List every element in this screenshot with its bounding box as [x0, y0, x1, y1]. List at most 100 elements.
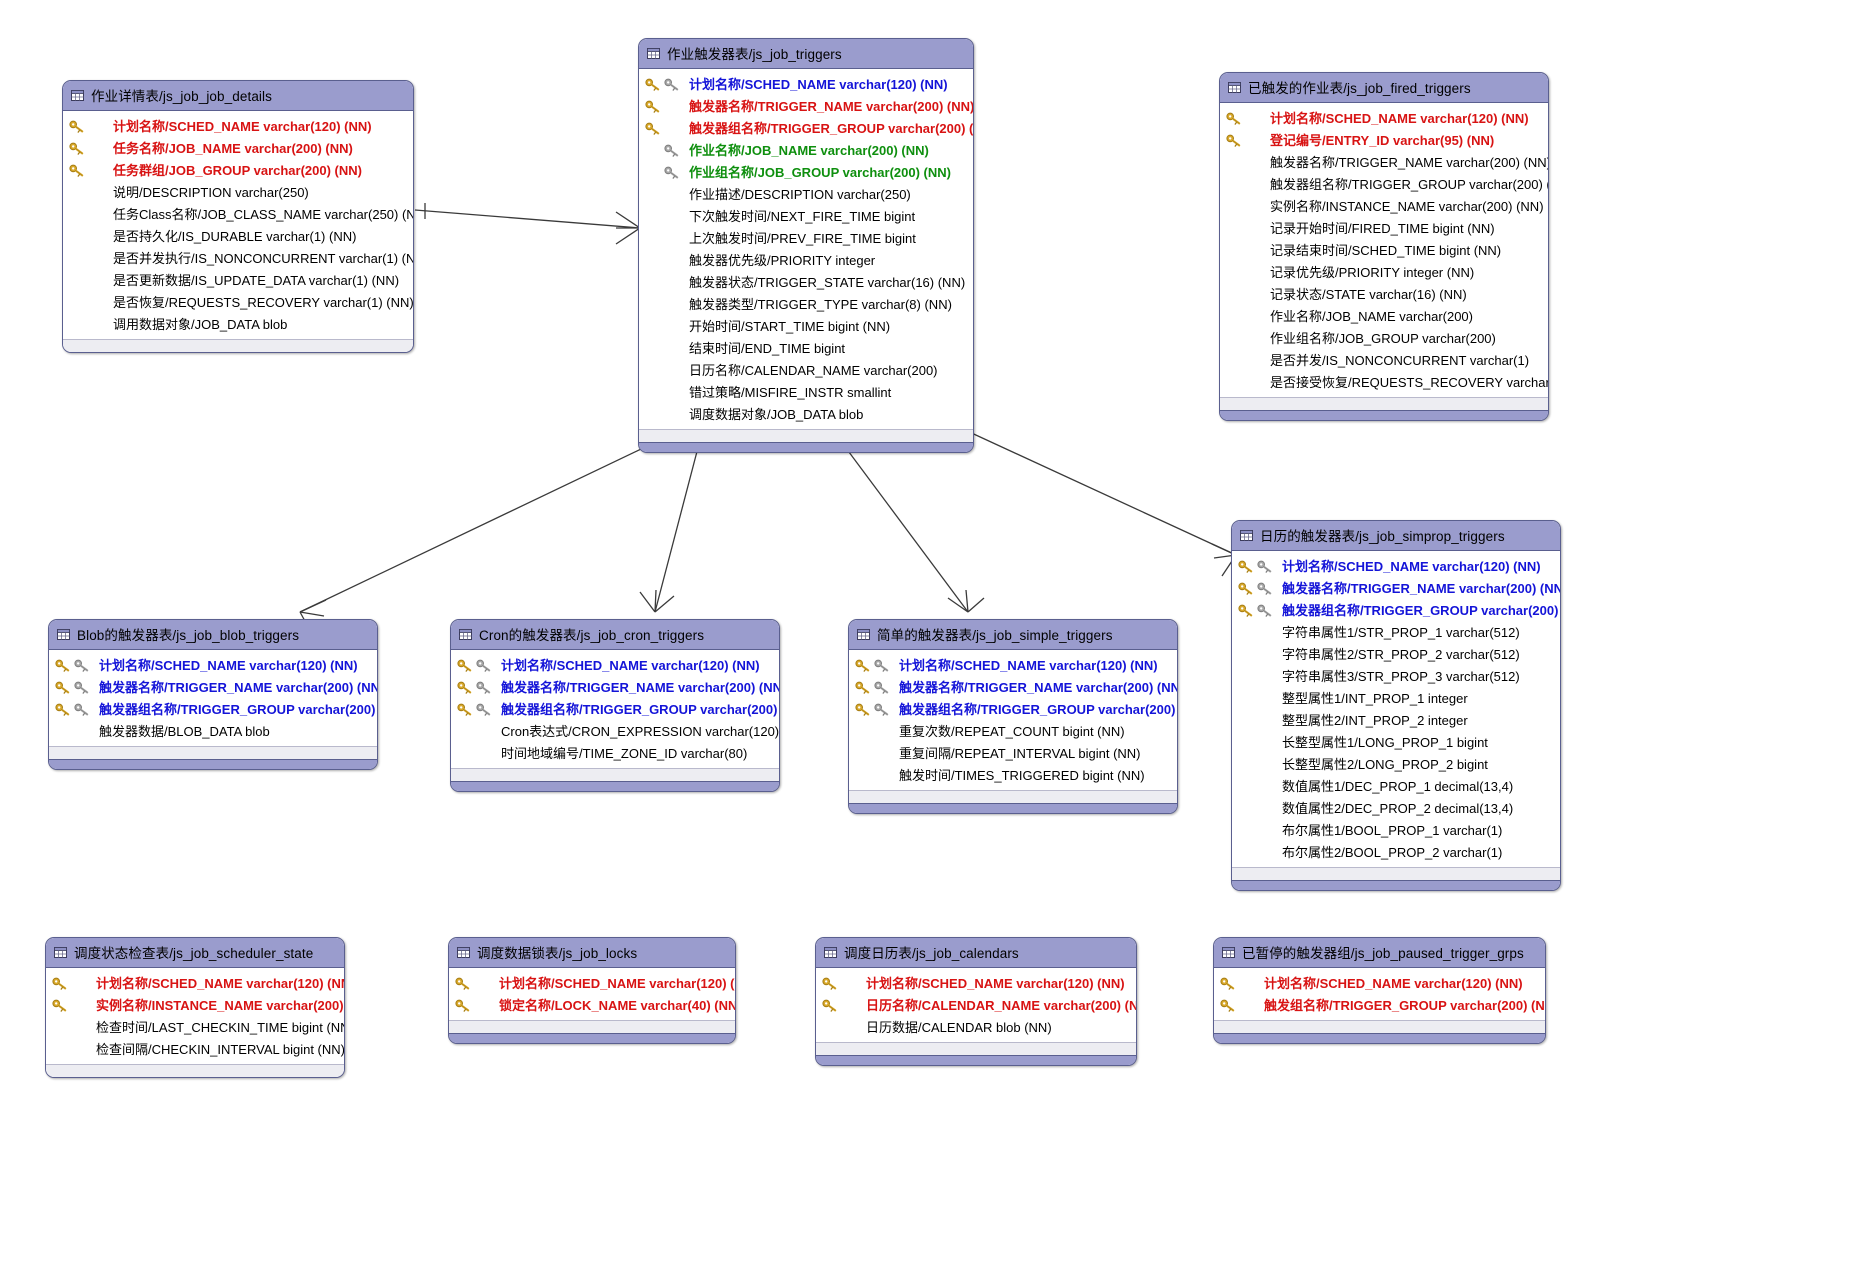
attribute-row[interactable]: 是否更新数据/IS_UPDATE_DATA varchar(1) (NN) — [63, 269, 413, 291]
attribute-row[interactable]: 触发器数据/BLOB_DATA blob — [49, 720, 377, 742]
attribute-row[interactable]: 字符串属性2/STR_PROP_2 varchar(512) — [1232, 643, 1560, 665]
entity-header-job_simple_triggers[interactable]: 简单的触发器表/js_job_simple_triggers — [849, 620, 1177, 650]
entity-header-job_calendars[interactable]: 调度日历表/js_job_calendars — [816, 938, 1136, 968]
attribute-row[interactable]: 数值属性2/DEC_PROP_2 decimal(13,4) — [1232, 797, 1560, 819]
attribute-row[interactable]: 错过策略/MISFIRE_INSTR smallint — [639, 381, 973, 403]
entity-header-job_paused_trigger_grps[interactable]: 已暂停的触发器组/js_job_paused_trigger_grps — [1214, 938, 1545, 968]
attribute-row[interactable]: 计划名称/SCHED_NAME varchar(120) (NN) — [1232, 555, 1560, 577]
attribute-row[interactable]: 触发器组名称/TRIGGER_GROUP varchar(200) (NN) — [1220, 173, 1548, 195]
attribute-row[interactable]: 日历名称/CALENDAR_NAME varchar(200) — [639, 359, 973, 381]
attribute-row[interactable]: 字符串属性3/STR_PROP_3 varchar(512) — [1232, 665, 1560, 687]
attribute-row[interactable]: 调用数据对象/JOB_DATA blob — [63, 313, 413, 335]
entity-header-job_fired_triggers[interactable]: 已触发的作业表/js_job_fired_triggers — [1220, 73, 1548, 103]
attribute-row[interactable]: 重复次数/REPEAT_COUNT bigint (NN) — [849, 720, 1177, 742]
attribute-row[interactable]: 触发器名称/TRIGGER_NAME varchar(200) (NN) — [639, 95, 973, 117]
attribute-row[interactable]: 下次触发时间/NEXT_FIRE_TIME bigint — [639, 205, 973, 227]
attribute-row[interactable]: 作业名称/JOB_NAME varchar(200) — [1220, 305, 1548, 327]
attribute-row[interactable]: 长整型属性1/LONG_PROP_1 bigint — [1232, 731, 1560, 753]
attribute-row[interactable]: 开始时间/START_TIME bigint (NN) — [639, 315, 973, 337]
attribute-row[interactable]: 计划名称/SCHED_NAME varchar(120) (NN) — [849, 654, 1177, 676]
attribute-row[interactable]: 触发器名称/TRIGGER_NAME varchar(200) (NN) — [49, 676, 377, 698]
attribute-row[interactable]: 字符串属性1/STR_PROP_1 varchar(512) — [1232, 621, 1560, 643]
attribute-row[interactable]: 触发器名称/TRIGGER_NAME varchar(200) (NN) — [451, 676, 779, 698]
attribute-row[interactable]: 实例名称/INSTANCE_NAME varchar(200) (NN) — [1220, 195, 1548, 217]
attribute-row[interactable]: 上次触发时间/PREV_FIRE_TIME bigint — [639, 227, 973, 249]
entity-header-job_scheduler_state[interactable]: 调度状态检查表/js_job_scheduler_state — [46, 938, 344, 968]
attribute-row[interactable]: 计划名称/SCHED_NAME varchar(120) (NN) — [816, 972, 1136, 994]
attribute-row[interactable]: 长整型属性2/LONG_PROP_2 bigint — [1232, 753, 1560, 775]
attribute-row[interactable]: 是否恢复/REQUESTS_RECOVERY varchar(1) (NN) — [63, 291, 413, 313]
attribute-row[interactable]: 计划名称/SCHED_NAME varchar(120) (NN) — [451, 654, 779, 676]
attribute-row[interactable]: 数值属性1/DEC_PROP_1 decimal(13,4) — [1232, 775, 1560, 797]
entity-header-job_triggers[interactable]: 作业触发器表/js_job_triggers — [639, 39, 973, 69]
entity-job_blob_triggers[interactable]: Blob的触发器表/js_job_blob_triggers 计划名称/SCHED… — [48, 619, 378, 770]
attribute-row[interactable]: 是否并发/IS_NONCONCURRENT varchar(1) — [1220, 349, 1548, 371]
attribute-row[interactable]: 触发器组名称/TRIGGER_GROUP varchar(200) (NN) — [849, 698, 1177, 720]
attribute-row[interactable]: 触发器状态/TRIGGER_STATE varchar(16) (NN) — [639, 271, 973, 293]
attribute-row[interactable]: 触发器名称/TRIGGER_NAME varchar(200) (NN) — [849, 676, 1177, 698]
attribute-row[interactable]: 布尔属性2/BOOL_PROP_2 varchar(1) — [1232, 841, 1560, 863]
attribute-row[interactable]: 是否并发执行/IS_NONCONCURRENT varchar(1) (NN) — [63, 247, 413, 269]
attribute-row[interactable]: 触发器名称/TRIGGER_NAME varchar(200) (NN) — [1220, 151, 1548, 173]
entity-job_simple_triggers[interactable]: 简单的触发器表/js_job_simple_triggers 计划名称/SCHED… — [848, 619, 1178, 814]
attribute-row[interactable]: 检查时间/LAST_CHECKIN_TIME bigint (NN) — [46, 1016, 344, 1038]
attribute-row[interactable]: 作业组名称/JOB_GROUP varchar(200) — [1220, 327, 1548, 349]
attribute-row[interactable]: 计划名称/SCHED_NAME varchar(120) (NN) — [49, 654, 377, 676]
attribute-row[interactable]: 结束时间/END_TIME bigint — [639, 337, 973, 359]
attribute-row[interactable]: Cron表达式/CRON_EXPRESSION varchar(120) (NN… — [451, 720, 779, 742]
entity-header-job_cron_triggers[interactable]: Cron的触发器表/js_job_cron_triggers — [451, 620, 779, 650]
attribute-row[interactable]: 任务名称/JOB_NAME varchar(200) (NN) — [63, 137, 413, 159]
attribute-row[interactable]: 触发器组名称/TRIGGER_GROUP varchar(200) (NN) — [1232, 599, 1560, 621]
attribute-row[interactable]: 计划名称/SCHED_NAME varchar(120) (NN) — [1214, 972, 1545, 994]
attribute-row[interactable]: 是否持久化/IS_DURABLE varchar(1) (NN) — [63, 225, 413, 247]
entity-job_simprop_triggers[interactable]: 日历的触发器表/js_job_simprop_triggers 计划名称/SCHE… — [1231, 520, 1561, 891]
attribute-row[interactable]: 作业名称/JOB_NAME varchar(200) (NN) — [639, 139, 973, 161]
attribute-row[interactable]: 实例名称/INSTANCE_NAME varchar(200) (NN) — [46, 994, 344, 1016]
attribute-row[interactable]: 触发器名称/TRIGGER_NAME varchar(200) (NN) — [1232, 577, 1560, 599]
attribute-row[interactable]: 重复间隔/REPEAT_INTERVAL bigint (NN) — [849, 742, 1177, 764]
attribute-row[interactable]: 任务Class名称/JOB_CLASS_NAME varchar(250) (N… — [63, 203, 413, 225]
attribute-row[interactable]: 触发器组名称/TRIGGER_GROUP varchar(200) (NN) — [639, 117, 973, 139]
attribute-row[interactable]: 计划名称/SCHED_NAME varchar(120) (NN) — [46, 972, 344, 994]
entity-job_job_details[interactable]: 作业详情表/js_job_job_details 计划名称/SCHED_NAME … — [62, 80, 414, 353]
attribute-row[interactable]: 触发器类型/TRIGGER_TYPE varchar(8) (NN) — [639, 293, 973, 315]
attribute-row[interactable]: 计划名称/SCHED_NAME varchar(120) (NN) — [449, 972, 735, 994]
attribute-row[interactable]: 计划名称/SCHED_NAME varchar(120) (NN) — [1220, 107, 1548, 129]
entity-job_locks[interactable]: 调度数据锁表/js_job_locks 计划名称/SCHED_NAME varch… — [448, 937, 736, 1044]
attribute-row[interactable]: 作业组名称/JOB_GROUP varchar(200) (NN) — [639, 161, 973, 183]
attribute-row[interactable]: 调度数据对象/JOB_DATA blob — [639, 403, 973, 425]
entity-header-job_job_details[interactable]: 作业详情表/js_job_job_details — [63, 81, 413, 111]
attribute-row[interactable]: 触发组名称/TRIGGER_GROUP varchar(200) (NN) — [1214, 994, 1545, 1016]
attribute-row[interactable]: 检查间隔/CHECKIN_INTERVAL bigint (NN) — [46, 1038, 344, 1060]
entity-header-job_locks[interactable]: 调度数据锁表/js_job_locks — [449, 938, 735, 968]
attribute-row[interactable]: 触发器组名称/TRIGGER_GROUP varchar(200) (NN) — [451, 698, 779, 720]
entity-job_scheduler_state[interactable]: 调度状态检查表/js_job_scheduler_state 计划名称/SCHED… — [45, 937, 345, 1078]
entity-job_calendars[interactable]: 调度日历表/js_job_calendars 计划名称/SCHED_NAME va… — [815, 937, 1137, 1066]
entity-job_paused_trigger_grps[interactable]: 已暂停的触发器组/js_job_paused_trigger_grps 计划名称/… — [1213, 937, 1546, 1044]
attribute-row[interactable]: 任务群组/JOB_GROUP varchar(200) (NN) — [63, 159, 413, 181]
entity-job_triggers[interactable]: 作业触发器表/js_job_triggers 计划名称/SCHED_NAME va… — [638, 38, 974, 453]
attribute-row[interactable]: 记录优先级/PRIORITY integer (NN) — [1220, 261, 1548, 283]
entity-header-job_blob_triggers[interactable]: Blob的触发器表/js_job_blob_triggers — [49, 620, 377, 650]
attribute-row[interactable]: 日历名称/CALENDAR_NAME varchar(200) (NN) — [816, 994, 1136, 1016]
attribute-row[interactable]: 记录结束时间/SCHED_TIME bigint (NN) — [1220, 239, 1548, 261]
attribute-row[interactable]: 布尔属性1/BOOL_PROP_1 varchar(1) — [1232, 819, 1560, 841]
attribute-row[interactable]: 日历数据/CALENDAR blob (NN) — [816, 1016, 1136, 1038]
entity-job_cron_triggers[interactable]: Cron的触发器表/js_job_cron_triggers 计划名称/SCHED… — [450, 619, 780, 792]
attribute-row[interactable]: 登记编号/ENTRY_ID varchar(95) (NN) — [1220, 129, 1548, 151]
entity-job_fired_triggers[interactable]: 已触发的作业表/js_job_fired_triggers 计划名称/SCHED_… — [1219, 72, 1549, 421]
attribute-row[interactable]: 说明/DESCRIPTION varchar(250) — [63, 181, 413, 203]
attribute-row[interactable]: 触发时间/TIMES_TRIGGERED bigint (NN) — [849, 764, 1177, 786]
attribute-row[interactable]: 整型属性1/INT_PROP_1 integer — [1232, 687, 1560, 709]
attribute-row[interactable]: 触发器优先级/PRIORITY integer — [639, 249, 973, 271]
attribute-row[interactable]: 计划名称/SCHED_NAME varchar(120) (NN) — [63, 115, 413, 137]
attribute-row[interactable]: 触发器组名称/TRIGGER_GROUP varchar(200) (NN) — [49, 698, 377, 720]
attribute-row[interactable]: 记录开始时间/FIRED_TIME bigint (NN) — [1220, 217, 1548, 239]
attribute-row[interactable]: 记录状态/STATE varchar(16) (NN) — [1220, 283, 1548, 305]
attribute-row[interactable]: 是否接受恢复/REQUESTS_RECOVERY varchar(1) — [1220, 371, 1548, 393]
attribute-row[interactable]: 整型属性2/INT_PROP_2 integer — [1232, 709, 1560, 731]
attribute-row[interactable]: 作业描述/DESCRIPTION varchar(250) — [639, 183, 973, 205]
attribute-row[interactable]: 锁定名称/LOCK_NAME varchar(40) (NN) — [449, 994, 735, 1016]
attribute-row[interactable]: 计划名称/SCHED_NAME varchar(120) (NN) — [639, 73, 973, 95]
entity-header-job_simprop_triggers[interactable]: 日历的触发器表/js_job_simprop_triggers — [1232, 521, 1560, 551]
